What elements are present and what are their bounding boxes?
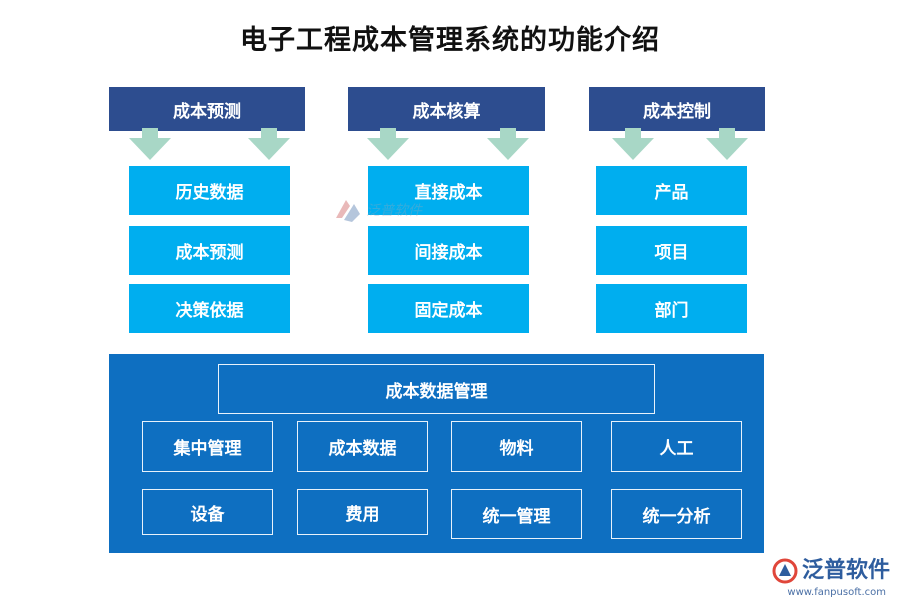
item-product: 产品 (596, 166, 747, 215)
panel-item-unified-management: 统一管理 (451, 489, 582, 539)
down-arrow-icon (367, 128, 409, 160)
watermark-logo-icon (336, 200, 360, 222)
item-project: 项目 (596, 226, 747, 275)
watermark-text: 泛普软件 (366, 203, 422, 219)
panel-item-unified-analysis: 统一分析 (611, 489, 742, 539)
column-header-accounting: 成本核算 (348, 87, 545, 131)
down-arrow-icon (612, 128, 654, 160)
panel-item-expenses: 费用 (297, 489, 428, 535)
item-department: 部门 (596, 284, 747, 333)
brand-logo-icon (772, 558, 798, 584)
down-arrow-icon (129, 128, 171, 160)
panel-item-centralized: 集中管理 (142, 421, 273, 472)
panel-item-equipment: 设备 (142, 489, 273, 535)
item-cost-forecast: 成本预测 (129, 226, 290, 275)
item-fixed-cost: 固定成本 (368, 284, 529, 333)
panel-title: 成本数据管理 (218, 364, 655, 414)
brand-logo: 泛普软件 (772, 558, 890, 584)
page-title: 电子工程成本管理系统的功能介绍 (240, 25, 660, 56)
item-historical-data: 历史数据 (129, 166, 290, 215)
panel-item-labor: 人工 (611, 421, 742, 472)
watermark: 泛普软件 (332, 196, 422, 224)
item-indirect-cost: 间接成本 (368, 226, 529, 275)
down-arrow-icon (706, 128, 748, 160)
brand-name: 泛普软件 (801, 558, 890, 583)
item-direct-cost: 直接成本 (368, 166, 529, 215)
brand-url: www.fanpusoft.com (787, 587, 886, 598)
item-decision-basis: 决策依据 (129, 284, 290, 333)
column-header-forecast: 成本预测 (109, 87, 305, 131)
down-arrow-icon (487, 128, 529, 160)
down-arrow-icon (248, 128, 290, 160)
panel-item-cost-data: 成本数据 (297, 421, 428, 472)
panel-item-materials: 物料 (451, 421, 582, 472)
column-header-control: 成本控制 (589, 87, 765, 131)
